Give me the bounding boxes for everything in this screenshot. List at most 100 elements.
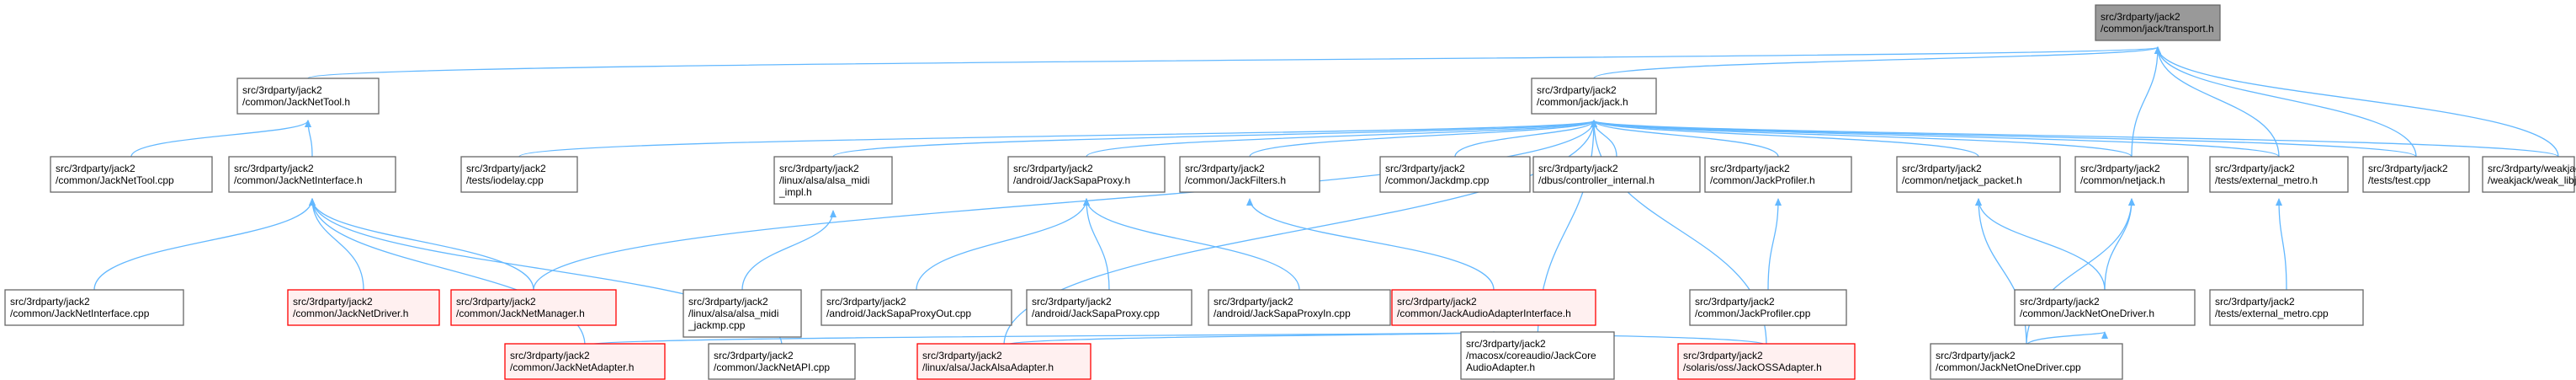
node-jacknetdriver-h[interactable]: src/3rdparty/jack2/common/JackNetDriver.… (287, 289, 440, 326)
node-box (2074, 156, 2189, 193)
node-box (1930, 343, 2123, 380)
node-jack-h[interactable]: src/3rdparty/jack2/common/jack/jack.h (1531, 78, 1657, 115)
node-label-line: /common/JackProfiler.cpp (1695, 308, 1811, 319)
node-label-line: /common/JackAudioAdapterInterface.h (1397, 308, 1571, 319)
node-label-line: src/3rdparty/jack2 (1013, 163, 1093, 174)
node-jackalsaadapter-h[interactable]: src/3rdparty/jack2/linux/alsa/JackAlsaAd… (916, 343, 1091, 380)
node-box (460, 156, 578, 193)
node-label-line: /common/JackNetAPI.cpp (714, 361, 830, 373)
edge-jack_h-to-jacksapaproxy_h (1086, 120, 1597, 158)
node-label-line: src/3rdparty/jack2 (922, 350, 1002, 361)
node-jacknetonedriver-cpp[interactable]: src/3rdparty/jack2/common/JackNetOneDriv… (1930, 343, 2123, 380)
node-label-line: src/3rdparty/jack2 (2101, 11, 2180, 23)
node-box (1689, 289, 1847, 326)
node-box (1379, 156, 1531, 193)
node-jackdmp-cpp[interactable]: src/3rdparty/jack2/common/Jackdmp.cpp (1379, 156, 1531, 193)
node-label-line: /solaris/oss/JackOSSAdapter.h (1683, 361, 1822, 373)
edge-transport_h-to-test_cpp (2154, 46, 2417, 158)
node-box (1896, 156, 2061, 193)
node-test-cpp[interactable]: src/3rdparty/jack2/tests/test.cpp (2362, 156, 2470, 193)
node-alsa-midi-jackmp-cpp[interactable]: src/3rdparty/jack2/linux/alsa/alsa_midi_… (683, 289, 802, 338)
edge-external_metro_h-to-external_metro_cpp (2276, 198, 2287, 291)
node-label-line: src/3rdparty/jack2 (1185, 163, 1265, 174)
edge-jacksapaproxy_h-to-jacksapaproxyin_cpp (1083, 198, 1300, 291)
node-label-line: /common/netjack_packet.h (1902, 174, 2022, 186)
node-jacksapaproxy-h[interactable]: src/3rdparty/jack2/android/JackSapaProxy… (1007, 156, 1166, 193)
node-transport-h[interactable]: src/3rdparty/jack2/common/jack/transport… (2095, 4, 2221, 41)
node-box (1677, 343, 1856, 380)
node-label-line: /weakjack/weak_libjack.h (2488, 174, 2576, 186)
node-controller-internal-h[interactable]: src/3rdparty/jack2/dbus/controller_inter… (1532, 156, 1701, 193)
edge-jack_h-to-alsa_midi_impl_h (832, 120, 1597, 158)
node-label-line: src/3rdparty/jack2 (1902, 163, 1982, 174)
node-label-line: src/3rdparty/jack2 (1032, 296, 1112, 308)
node-label-line: src/3rdparty/jack2 (1537, 84, 1617, 96)
node-external-metro-h[interactable]: src/3rdparty/jack2/tests/external_metro.… (2209, 156, 2349, 193)
node-box (287, 289, 440, 326)
node-label-line: /common/jack/jack.h (1537, 96, 1628, 108)
node-label-line: /common/JackNetManager.h (456, 308, 585, 319)
node-box (2362, 156, 2470, 193)
node-jackfilters-h[interactable]: src/3rdparty/jack2/common/JackFilters.h (1179, 156, 1320, 193)
node-box (236, 78, 380, 115)
node-jacksapaproxy-cpp[interactable]: src/3rdparty/jack2/android/JackSapaProxy… (1026, 289, 1192, 326)
node-label-line: src/3rdparty/jack2 (510, 350, 590, 361)
edge-netjack_h-to-jacknetonedriver_h (2104, 198, 2135, 291)
node-label-line: /android/JackSapaProxyIn.cpp (1214, 308, 1351, 319)
node-label-line: /common/JackNetTool.h (242, 96, 350, 108)
node-label-line: /common/JackNetInterface.h (234, 174, 363, 186)
edge-transport_h-to-weak_libjack_h (2154, 46, 2559, 158)
node-jacknettool-h[interactable]: src/3rdparty/jack2/common/JackNetTool.h (236, 78, 380, 115)
edge-jack_h-to-jackfilters_h (1249, 120, 1597, 158)
node-jackcoreaudioadapter-h[interactable]: src/3rdparty/jack2/macosx/coreaudio/Jack… (1460, 331, 1615, 380)
node-label-line: /tests/test.cpp (2368, 174, 2430, 186)
node-jacknettool-cpp[interactable]: src/3rdparty/jack2/common/JackNetTool.cp… (50, 156, 213, 193)
node-netjack-packet-h[interactable]: src/3rdparty/jack2/common/netjack_packet… (1896, 156, 2061, 193)
node-weak-libjack-h[interactable]: src/3rdparty/weakjack/weakjack/weak_libj… (2482, 156, 2576, 193)
node-box (821, 289, 1012, 326)
node-jacknetmanager-h[interactable]: src/3rdparty/jack2/common/JackNetManager… (450, 289, 617, 326)
edge-jack_h-to-netjack_h (1591, 120, 2133, 158)
node-box (1460, 331, 1615, 380)
edge-jack_h-to-jackdmp_cpp (1454, 120, 1597, 158)
node-box (50, 156, 213, 193)
node-jacknetapi-cpp[interactable]: src/3rdparty/jack2/common/JackNetAPI.cpp (708, 343, 856, 380)
node-box (2209, 289, 2364, 326)
edge-transport_h-to-jacknettool_h (307, 46, 2160, 79)
edge-transport_h-to-external_metro_h (2154, 46, 2280, 158)
node-jackprofiler-h[interactable]: src/3rdparty/jack2/common/JackProfiler.h (1704, 156, 1852, 193)
node-box (1007, 156, 1166, 193)
node-label-line: /common/JackProfiler.h (1710, 174, 1815, 186)
node-label-line: src/3rdparty/jack2 (1683, 350, 1763, 361)
node-jacksapaproxyout-cpp[interactable]: src/3rdparty/jack2/android/JackSapaProxy… (821, 289, 1012, 326)
node-label-line: src/3rdparty/jack2 (242, 84, 322, 96)
node-label-line: src/3rdparty/jack2 (2020, 296, 2100, 308)
node-jackprofiler-cpp[interactable]: src/3rdparty/jack2/common/JackProfiler.c… (1689, 289, 1847, 326)
node-iodelay-cpp[interactable]: src/3rdparty/jack2/tests/iodelay.cpp (460, 156, 578, 193)
node-jackossadapter-h[interactable]: src/3rdparty/jack2/solaris/oss/JackOSSAd… (1677, 343, 1856, 380)
node-label-line: /dbus/controller_internal.h (1538, 174, 1654, 186)
node-jackaudioadapterinterface-h[interactable]: src/3rdparty/jack2/common/JackAudioAdapt… (1391, 289, 1596, 326)
node-label-line: src/3rdparty/jack2 (1538, 163, 1618, 174)
node-box (916, 343, 1091, 380)
node-label-line: /common/JackFilters.h (1185, 174, 1286, 186)
node-label-line: src/3rdparty/weakjack (2488, 163, 2576, 174)
node-box (1532, 156, 1701, 193)
node-jacknetadapter-h[interactable]: src/3rdparty/jack2/common/JackNetAdapter… (504, 343, 666, 380)
node-label-line: src/3rdparty/jack2 (1695, 296, 1775, 308)
node-box (1391, 289, 1596, 326)
node-label-line: src/3rdparty/jack2 (1397, 296, 1477, 308)
node-jacknetonedriver-h[interactable]: src/3rdparty/jack2/common/JackNetOneDriv… (2014, 289, 2196, 326)
node-jacksapaproxyin-cpp[interactable]: src/3rdparty/jack2/android/JackSapaProxy… (1208, 289, 1391, 326)
node-label-line: /android/JackSapaProxyOut.cpp (826, 308, 971, 319)
node-jacknetinterface-h[interactable]: src/3rdparty/jack2/common/JackNetInterfa… (228, 156, 396, 193)
node-netjack-h[interactable]: src/3rdparty/jack2/common/netjack.h (2074, 156, 2189, 193)
node-external-metro-cpp[interactable]: src/3rdparty/jack2/tests/external_metro.… (2209, 289, 2364, 326)
node-label-line: /linux/alsa/alsa_midi (779, 174, 869, 186)
edge-jack_h-to-netjack_packet_h (1591, 120, 1979, 158)
node-alsa-midi-impl-h[interactable]: src/3rdparty/jack2/linux/alsa/alsa_midi_… (773, 156, 893, 205)
edge-jacknetinterface_h-to-jacknetdriver_h (309, 198, 364, 291)
edge-jack_h-to-jacknetmanager_h (533, 120, 1597, 291)
node-jacknetinterface-cpp[interactable]: src/3rdparty/jack2/common/JackNetInterfa… (4, 289, 184, 326)
node-box (683, 289, 802, 338)
